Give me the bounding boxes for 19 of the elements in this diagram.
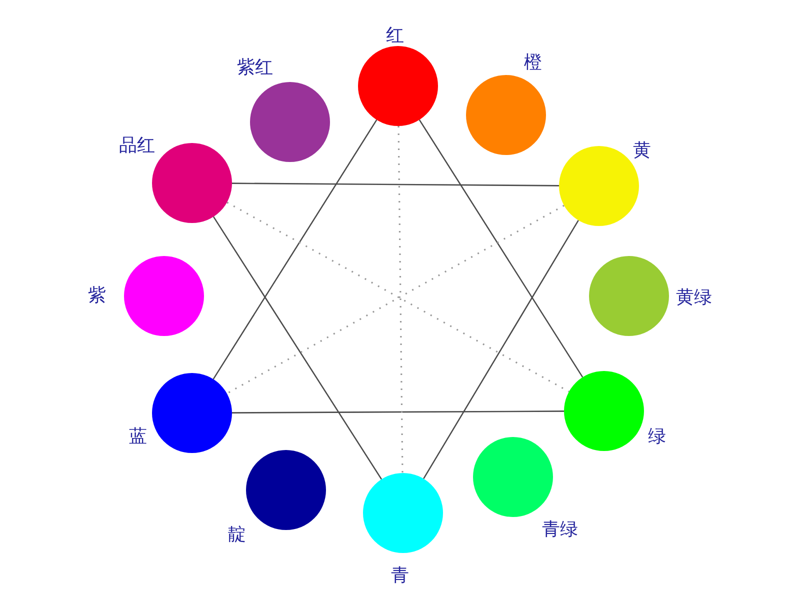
color-name-label: 黄: [633, 142, 651, 160]
connector-line: [212, 216, 382, 480]
color-name-label: 靛: [228, 526, 246, 544]
color-name-label: 黄绿: [676, 289, 712, 307]
connector-line: [423, 220, 579, 480]
color-name-label: 蓝: [129, 428, 147, 446]
color-name-label: 品红: [119, 137, 155, 155]
connector-line: [232, 182, 559, 186]
connector-line: [418, 119, 584, 378]
connector-line: [232, 410, 564, 414]
connector-line: [212, 119, 378, 380]
color-name-label: 红: [386, 27, 404, 45]
color-name-label: 紫红: [237, 59, 273, 77]
color-name-label: 紫: [88, 287, 106, 305]
color-name-label: 橙: [524, 54, 542, 72]
dotted-line: [398, 126, 404, 473]
color-name-label: 青: [391, 567, 409, 585]
color-name-label: 绿: [648, 428, 666, 446]
color-name-label: 青绿: [542, 521, 578, 539]
